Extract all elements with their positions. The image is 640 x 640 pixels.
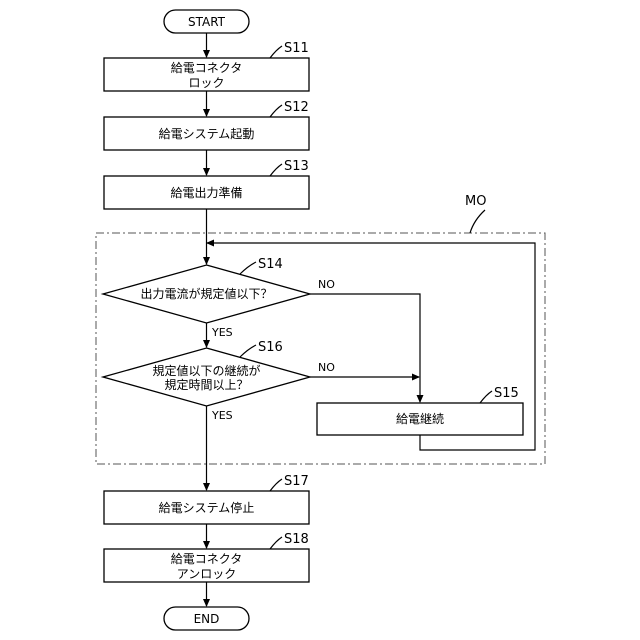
- step-s11-line2: ロック: [188, 76, 224, 90]
- decision-s16-no-label: NO: [318, 361, 335, 374]
- decision-s14-yes-label: YES: [211, 326, 233, 339]
- step-s11-leader: [270, 46, 282, 58]
- step-s15-id: S15: [494, 386, 519, 401]
- step-s17-leader: [270, 479, 282, 491]
- decision-s14-text: 出力電流が規定値以下？: [140, 286, 272, 301]
- decision-s16-id: S16: [258, 340, 283, 355]
- step-s12-leader: [270, 105, 282, 117]
- step-s12-id: S12: [284, 100, 309, 115]
- mo-label: MO: [465, 194, 486, 209]
- start-label: START: [188, 15, 226, 29]
- step-s11-line1: 給電コネクタ: [171, 61, 243, 75]
- mo-leader: [470, 210, 485, 233]
- step-s12-line1: 給電システム起動: [159, 127, 255, 141]
- step-s15-line1: 給電継続: [396, 411, 444, 426]
- step-s18-id: S18: [284, 532, 309, 547]
- decision-s16-leader: [240, 345, 256, 357]
- arrow-s14-no: [310, 294, 420, 402]
- step-s11-id: S11: [284, 41, 309, 56]
- step-s18-leader: [270, 537, 282, 549]
- decision-s16-text-line2: 規定時間以上？: [164, 377, 248, 392]
- step-s13-line1: 給電出力準備: [170, 185, 242, 200]
- step-s15-leader: [480, 391, 492, 403]
- step-s18-line2: アンロック: [177, 567, 237, 581]
- decision-s16-yes-label: YES: [211, 409, 233, 422]
- step-s13-leader: [270, 164, 282, 176]
- end-label: END: [194, 612, 220, 626]
- step-s13-id: S13: [284, 159, 309, 174]
- step-s18-line1: 給電コネクタ: [171, 552, 243, 566]
- decision-s14-leader: [240, 262, 256, 274]
- decision-s16-text-line1: 規定値以下の継続が: [152, 363, 260, 378]
- step-s17-line1: 給電システム停止: [159, 500, 255, 515]
- step-s17-id: S17: [284, 474, 309, 489]
- decision-s14-id: S14: [258, 257, 283, 272]
- decision-s14-no-label: NO: [318, 278, 335, 291]
